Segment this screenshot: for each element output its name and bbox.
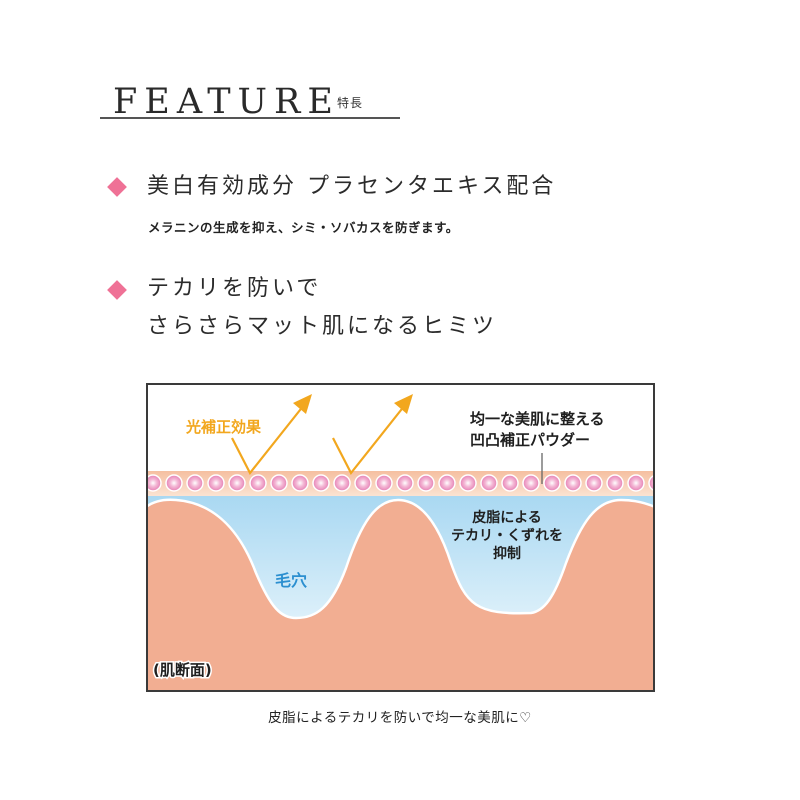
light-reflection-arrow-icon <box>231 404 305 476</box>
feature-2-heading-line-1: テカリを防いで <box>147 276 322 301</box>
section-subtitle: 特長 <box>337 96 364 110</box>
diagram-caption: 皮脂によるテカリを防いで均一な美肌に♡ <box>268 710 532 726</box>
powder-spheres <box>144 474 666 492</box>
powder-label-line-1: 均一な美肌に整える <box>470 410 605 428</box>
skin-surface <box>144 498 657 694</box>
skin-cross-section-diagram: 光補正効果 均一な美肌に整える 凹凸補正パウダー 皮脂による テカリ・くずれを … <box>144 383 666 694</box>
title-underline <box>100 117 400 119</box>
light-correction-label: 光補正効果 <box>185 418 262 436</box>
feature-1-heading: 美白有効成分 プラセンタエキス配合 <box>147 174 557 199</box>
sebum-label-line-3: 抑制 <box>493 545 521 562</box>
diamond-bullet-icon <box>107 280 127 300</box>
section-title: FEATURE <box>113 82 340 122</box>
sebum-label-line-2: テカリ・くずれを <box>451 527 563 544</box>
powder-label-line-2: 凹凸補正パウダー <box>470 431 590 449</box>
sebum-label-line-1: 皮脂による <box>471 509 542 526</box>
light-reflection-arrow-icon <box>332 404 406 476</box>
cross-section-label: (肌断面) <box>153 661 212 679</box>
diamond-bullet-icon <box>107 177 127 197</box>
pore-label: 毛穴 <box>275 571 307 590</box>
feature-1-description: メラニンの生成を抑え、シミ・ソバカスを防ぎます。 <box>148 220 459 235</box>
diagram-frame <box>146 383 655 692</box>
feature-2-heading-line-2: さらさらマット肌になるヒミツ <box>147 314 498 339</box>
